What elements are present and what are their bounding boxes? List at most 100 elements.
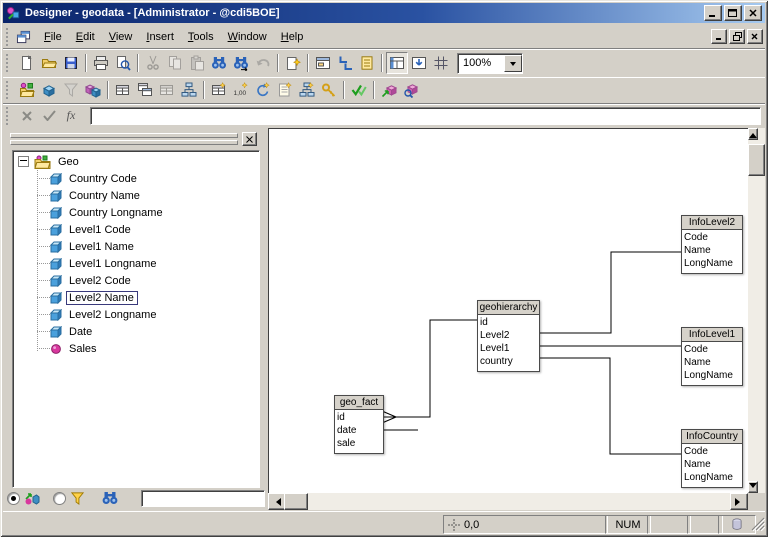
table-column[interactable]: Level2 <box>480 330 510 341</box>
find-next-icon[interactable] <box>230 52 252 74</box>
table-column[interactable]: country <box>480 356 513 367</box>
table-header[interactable]: InfoCountry <box>682 430 742 444</box>
close-button[interactable] <box>744 5 762 21</box>
hierarchies-icon[interactable] <box>356 52 378 74</box>
tree-item-level1-name[interactable]: Level1 Name <box>13 238 259 255</box>
page-breaks-icon[interactable] <box>430 52 452 74</box>
pane-close-icon[interactable] <box>242 132 257 146</box>
table-header[interactable]: geohierarchy <box>478 301 539 315</box>
table-column[interactable]: id <box>337 412 345 423</box>
table-column[interactable]: Name <box>684 245 711 256</box>
join-line[interactable] <box>396 319 477 418</box>
table-column[interactable]: id <box>480 317 488 328</box>
insert-context-icon[interactable] <box>178 79 200 101</box>
print-icon[interactable] <box>90 52 112 74</box>
toolbar-grip[interactable] <box>6 81 11 99</box>
table-column[interactable]: Code <box>684 232 708 243</box>
toolbar-grip[interactable] <box>6 54 11 72</box>
join-line[interactable] <box>538 357 681 455</box>
save-icon[interactable] <box>60 52 82 74</box>
menu-item-tools[interactable]: Tools <box>187 30 214 43</box>
formula-input[interactable] <box>90 106 761 125</box>
mdi-restore-button[interactable] <box>729 29 745 44</box>
list-mode-icon[interactable] <box>334 52 356 74</box>
scroll-up-icon[interactable] <box>748 128 758 140</box>
universe-window-icon[interactable] <box>312 52 334 74</box>
horizontal-scrollbar[interactable] <box>268 493 748 510</box>
table-column[interactable]: LongName <box>684 258 733 269</box>
table-header[interactable]: InfoLevel2 <box>682 216 742 230</box>
join-line[interactable] <box>538 251 681 334</box>
tree-item-country-longname[interactable]: Country Longname <box>13 204 259 221</box>
scroll-down-icon[interactable] <box>748 481 758 493</box>
expand-collapse-box[interactable] <box>18 156 29 167</box>
table-column[interactable]: LongName <box>684 472 733 483</box>
tree-item-sales[interactable]: Sales <box>13 340 259 357</box>
tree-item-level1-longname[interactable]: Level1 Longname <box>13 255 259 272</box>
tree-item-level1-code[interactable]: Level1 Code <box>13 221 259 238</box>
horizontal-scroll-thumb[interactable] <box>284 493 308 510</box>
insert-class-icon[interactable] <box>16 79 38 101</box>
tree-item-country-name[interactable]: Country Name <box>13 187 259 204</box>
tree-item-date[interactable]: Date <box>13 323 259 340</box>
insert-object-icon[interactable] <box>38 79 60 101</box>
toolbar-grip[interactable] <box>6 106 11 125</box>
tree-item-level2-code[interactable]: Level2 Code <box>13 272 259 289</box>
import-universe-icon[interactable] <box>400 79 422 101</box>
tree-item-geo[interactable]: Geo <box>13 153 259 170</box>
table-header[interactable]: InfoLevel1 <box>682 328 742 342</box>
open-icon[interactable] <box>38 52 60 74</box>
zoom-level-combobox[interactable]: 100% <box>457 52 523 74</box>
tree-search-input[interactable] <box>141 489 265 507</box>
pane-gripper[interactable] <box>10 133 238 147</box>
insert-table-icon[interactable] <box>112 79 134 101</box>
table-column[interactable]: LongName <box>684 370 733 381</box>
table-column[interactable]: Name <box>684 357 711 368</box>
table-column[interactable]: Code <box>684 344 708 355</box>
table-values-icon[interactable] <box>386 52 408 74</box>
classes-objects-radio[interactable] <box>7 491 20 505</box>
table-column[interactable]: sale <box>337 438 356 449</box>
mdi-child-icon[interactable] <box>16 30 31 44</box>
menu-item-insert[interactable]: Insert <box>146 30 174 43</box>
title-bar[interactable]: Designer - geodata - [Administrator - @c… <box>3 3 765 23</box>
scroll-right-icon[interactable] <box>730 493 748 510</box>
table-column[interactable]: Code <box>684 446 708 457</box>
detect-contexts-icon[interactable] <box>296 79 318 101</box>
check-integrity-icon[interactable] <box>348 79 370 101</box>
insert-alias-icon[interactable] <box>134 79 156 101</box>
search-binoculars-icon[interactable] <box>102 491 118 505</box>
menu-item-edit[interactable]: Edit <box>75 30 95 43</box>
toolbar-grip[interactable] <box>6 27 11 46</box>
navigation-icon[interactable] <box>408 52 430 74</box>
find-icon[interactable] <box>208 52 230 74</box>
detect-loops-icon[interactable] <box>252 79 274 101</box>
mdi-minimize-button[interactable] <box>711 29 727 44</box>
table-column[interactable]: date <box>337 425 357 436</box>
menu-item-file[interactable]: File <box>44 30 62 43</box>
menu-item-window[interactable]: Window <box>227 30 267 43</box>
minimize-button[interactable] <box>704 5 722 21</box>
tree-item-level2-name[interactable]: Level2 Name <box>13 289 259 306</box>
menu-item-help[interactable]: Help <box>280 30 304 43</box>
tree-item-level2-longname[interactable]: Level2 Longname <box>13 306 259 323</box>
vertical-scroll-thumb[interactable] <box>748 144 765 176</box>
tree-item-country-code[interactable]: Country Code <box>13 170 259 187</box>
new-icon[interactable] <box>16 52 38 74</box>
table-column[interactable]: Level1 <box>480 343 510 354</box>
detect-joins-icon[interactable] <box>208 79 230 101</box>
vertical-scrollbar[interactable] <box>748 128 765 493</box>
fx-icon[interactable]: fx <box>66 108 76 122</box>
detect-cardinalities-icon[interactable]: 1,00 <box>230 79 252 101</box>
insert-candidate-objects-icon[interactable] <box>82 79 104 101</box>
conditions-radio[interactable] <box>53 491 66 505</box>
export-universe-icon[interactable] <box>378 79 400 101</box>
mdi-close-button[interactable] <box>747 29 763 44</box>
tree-item-rename-input[interactable]: Level2 Name <box>66 290 138 305</box>
